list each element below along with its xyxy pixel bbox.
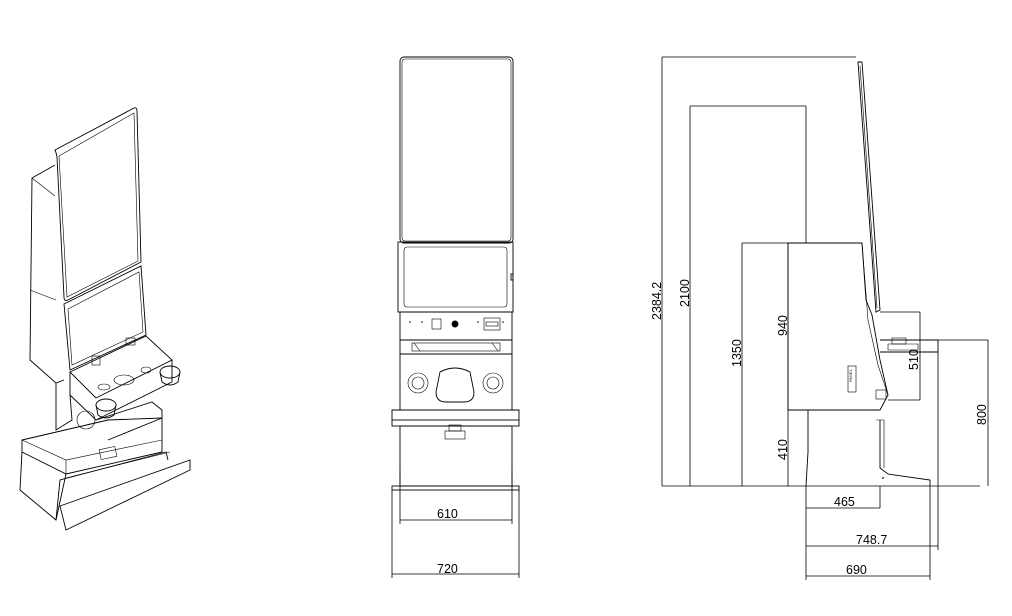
- dim-690: 690: [846, 563, 867, 577]
- dim-410: 410: [776, 439, 790, 460]
- dim-2384: 2384.2: [650, 282, 664, 320]
- dim-465: 465: [834, 495, 855, 509]
- dimension-lines: [391, 56, 989, 580]
- dim-610: 610: [437, 507, 458, 521]
- front-view: [391, 56, 520, 491]
- dim-510: 510: [907, 349, 921, 370]
- dim-2100: 2100: [678, 279, 692, 307]
- dim-720: 720: [437, 562, 458, 576]
- isometric-view: [19, 107, 191, 531]
- svg-text:PANEL: PANEL: [848, 368, 853, 382]
- dim-1350: 1350: [730, 339, 744, 367]
- side-view: PANEL: [787, 61, 939, 487]
- dim-748-7: 748.7: [856, 533, 887, 547]
- dim-940: 940: [776, 315, 790, 336]
- dimension-labels: 610 720 2384.2 2100 1350 940 410 510 800…: [437, 279, 989, 577]
- dim-800: 800: [975, 404, 989, 425]
